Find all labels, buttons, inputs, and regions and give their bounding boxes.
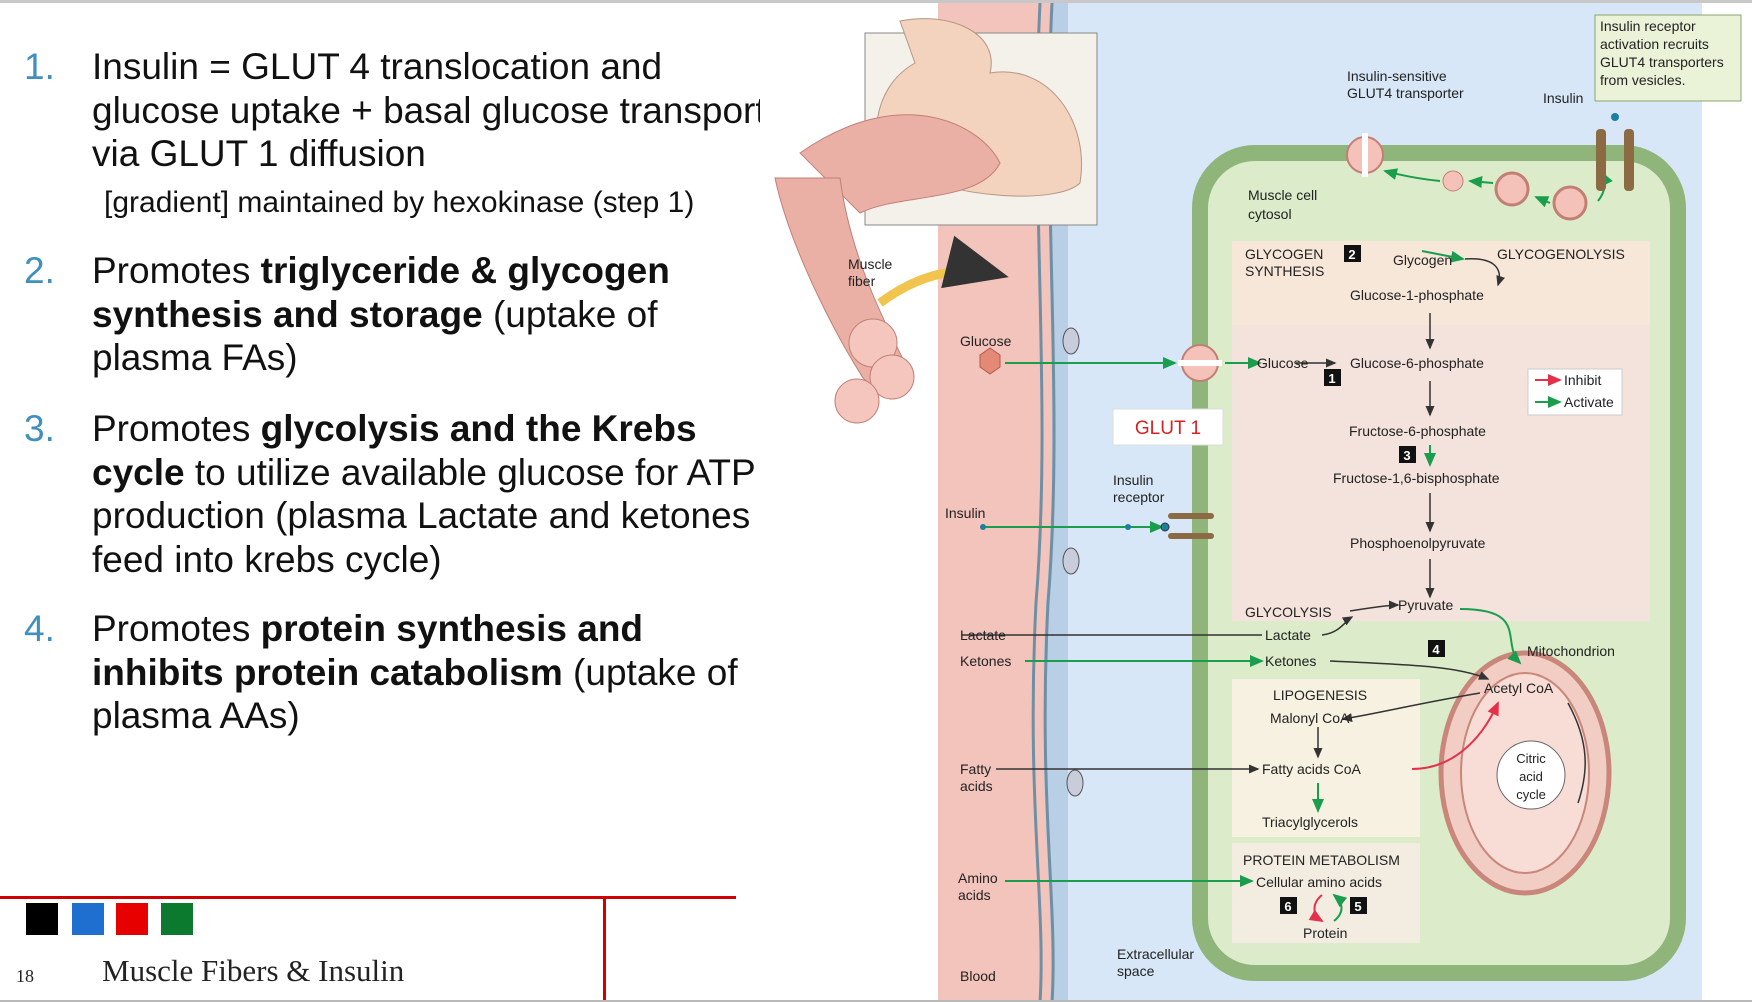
- color-swatch-red: [116, 903, 148, 935]
- page-number: 18: [16, 966, 34, 986]
- protein-metabolism-title: PROTEIN METABOLISM: [1243, 852, 1400, 868]
- point-run: Promotes: [92, 250, 261, 291]
- legend-activate-label: Activate: [1564, 394, 1614, 410]
- point-number: 1.: [24, 46, 55, 87]
- glucose-6-phosphate-label: Glucose-6-phosphate: [1350, 355, 1484, 371]
- step-2-marker: [1344, 245, 1361, 262]
- triacylglycerols-label: Triacylglycerols: [1262, 814, 1358, 830]
- step-3-marker: [1399, 446, 1416, 463]
- protein-label: Protein: [1303, 925, 1347, 941]
- blood-ketones-label: Ketones: [960, 653, 1011, 669]
- footer-rule: [0, 896, 736, 899]
- acetyl-coa-label: Acetyl CoA: [1484, 680, 1554, 696]
- fructose-6-phosphate-label: Fructose-6-phosphate: [1349, 423, 1486, 439]
- glut1-label-box: [1112, 408, 1224, 446]
- blood-insulin-label: Insulin: [945, 505, 985, 521]
- pyruvate-label: Pyruvate: [1398, 597, 1453, 613]
- step-1-number: 1: [1328, 371, 1335, 386]
- step-3-number: 3: [1403, 448, 1410, 463]
- blood-glucose-label: Glucose: [960, 333, 1012, 349]
- glycogenolysis-title: GLYCOGENOLYSIS: [1497, 246, 1625, 262]
- mitochondrion-label: Mitochondrion: [1527, 643, 1615, 659]
- glycolysis-title: GLYCOLYSIS: [1245, 604, 1332, 620]
- color-swatch-blue: [72, 903, 104, 935]
- point-run: (uptake of plasma FAs): [92, 293, 658, 379]
- glucose-1-phosphate-label: Glucose-1-phosphate: [1350, 287, 1484, 303]
- point-run: Promotes: [92, 408, 261, 449]
- point-text: Promotes glycolysis and the Krebs cycle …: [92, 407, 782, 581]
- step-5-number: 5: [1354, 899, 1361, 914]
- point-text: Promotes protein synthesis and inhibits …: [92, 607, 782, 738]
- footer-divider: [603, 896, 606, 1000]
- blood-lactate-label: Lactate: [960, 627, 1006, 643]
- step-6-marker: [1280, 897, 1297, 914]
- step-2-number: 2: [1348, 247, 1355, 262]
- point-number: 2.: [24, 250, 55, 291]
- phosphoenolpyruvate-label: Phosphoenolpyruvate: [1350, 535, 1486, 551]
- point-text: Insulin = GLUT 4 translocation and gluco…: [92, 45, 782, 176]
- fatty-acids-coa-label: Fatty acids CoA: [1262, 761, 1361, 777]
- lactate-label: Lactate: [1265, 627, 1311, 643]
- point-run: Insulin = GLUT 4 translocation and gluco…: [92, 46, 766, 174]
- point-run: Promotes: [92, 608, 261, 649]
- legend: [1527, 368, 1623, 416]
- point-number: 3.: [24, 408, 55, 449]
- malonyl-coa-label: Malonyl CoA: [1270, 710, 1350, 726]
- legend-inhibit-label: Inhibit: [1564, 372, 1601, 388]
- point-run-bold: glycolysis and the Krebs cycle: [92, 408, 697, 493]
- point-run: to utilize available glucose for ATP pro…: [92, 451, 755, 580]
- blood-label: Blood: [960, 968, 996, 984]
- point-run-bold: protein synthesis and inhibits protein c…: [92, 608, 644, 693]
- point-run-bold: triglyceride & glycogen synthesis and st…: [92, 250, 670, 335]
- ketones-label: Ketones: [1265, 653, 1316, 669]
- step-4-number: 4: [1432, 642, 1440, 657]
- step-5-marker: [1350, 897, 1367, 914]
- glucose-label: Glucose: [1257, 355, 1309, 371]
- citric-cycle: [1496, 740, 1566, 810]
- point-text: Promotes triglyceride & glycogen synthes…: [92, 249, 782, 380]
- glycogen-label: Glycogen: [1393, 252, 1452, 268]
- protein-box: [1232, 843, 1420, 943]
- lipogenesis-box: [1232, 679, 1420, 837]
- point-run: (uptake of plasma AAs): [92, 651, 738, 737]
- step-1-marker: [1324, 369, 1341, 386]
- fructose-bisphosphate-label: Fructose-1,6-bisphosphate: [1333, 470, 1500, 486]
- glut1-label: GLUT 1: [1135, 418, 1201, 439]
- step-6-number: 6: [1284, 899, 1291, 914]
- insulin-top-label: Insulin: [1543, 90, 1583, 106]
- lipogenesis-title: LIPOGENESIS: [1273, 687, 1367, 703]
- footer-title: Muscle Fibers & Insulin: [102, 953, 405, 988]
- gradient-note: [gradient] maintained by hexokinase (ste…: [104, 186, 695, 219]
- point-number: 4.: [24, 608, 55, 649]
- step-4-marker: [1428, 640, 1445, 657]
- color-swatch-black: [26, 903, 58, 935]
- cellular-amino-acids-label: Cellular amino acids: [1256, 874, 1382, 890]
- color-swatch-green: [161, 903, 193, 935]
- callout-box: [1594, 14, 1742, 102]
